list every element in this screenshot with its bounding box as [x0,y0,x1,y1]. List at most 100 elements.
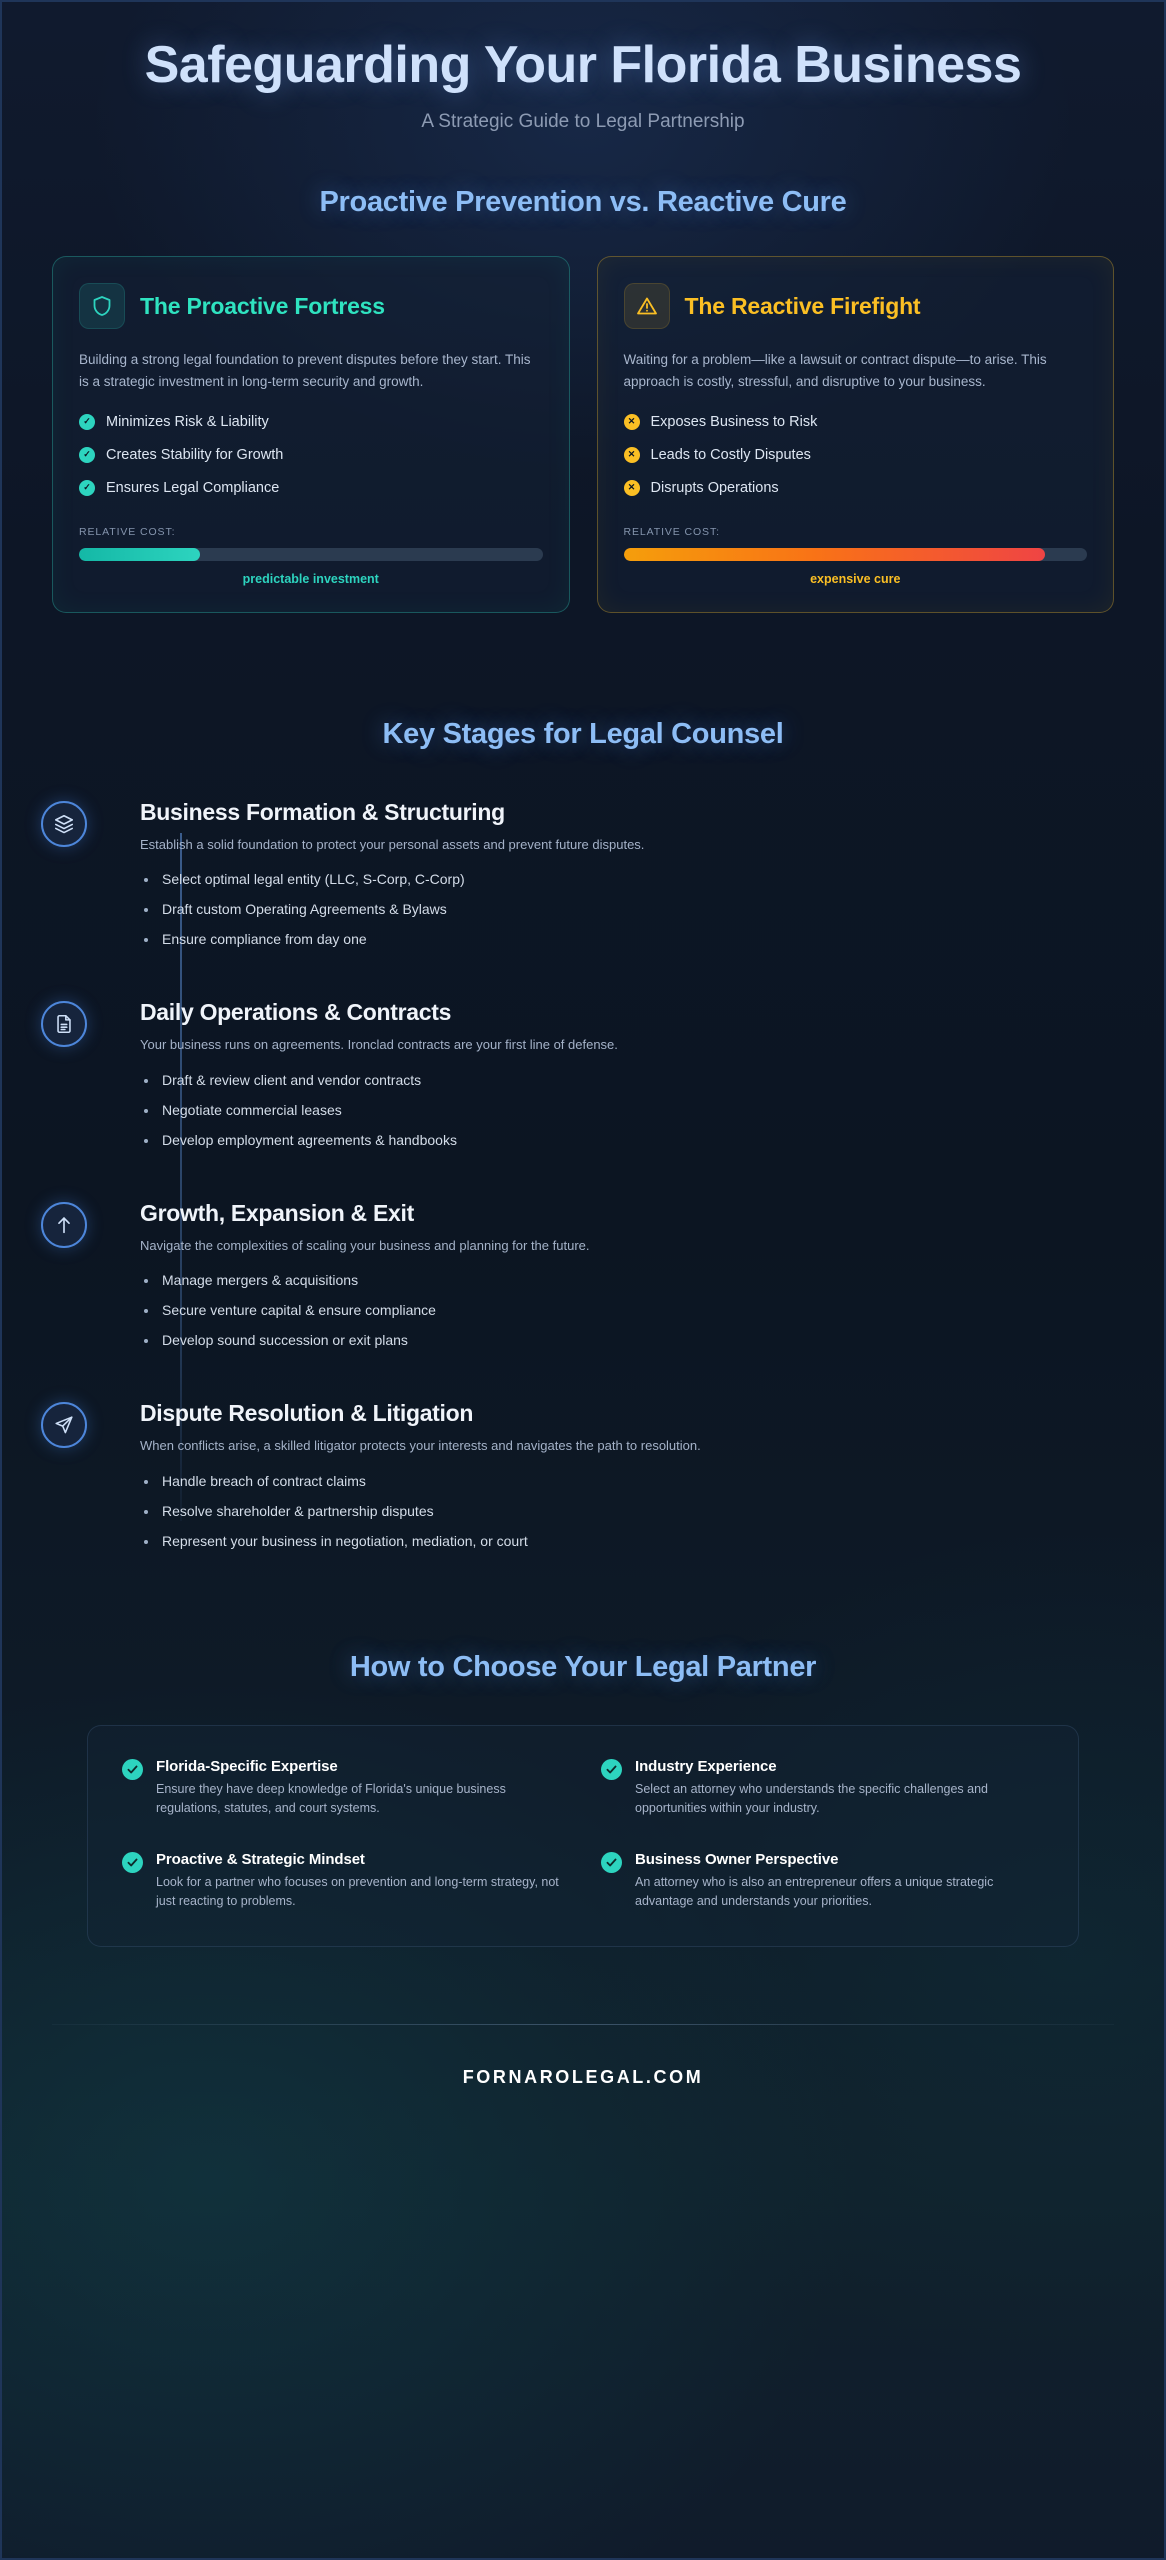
list-item-label: Ensures Legal Compliance [106,479,280,496]
cost-bar-fill [79,547,200,561]
stage-business-formation: Business Formation & Structuring Establi… [41,798,1104,947]
reactive-cost-meter: RELATIVE COST: expensive cure [623,525,1087,586]
stage-description: When conflicts arise, a skilled litigato… [140,1438,701,1454]
list-item: ✓ Creates Stability for Growth [79,446,543,463]
choose-partner-heading: How to Choose Your Legal Partner [349,1650,817,1683]
reactive-card-header: The Reactive Firefight [623,283,1088,330]
stage-title: Dispute Resolution & Litigation [140,1400,474,1427]
footer-divider [52,2023,1114,2025]
list-item: ✓ Ensures Legal Compliance [79,479,543,496]
comparison-heading: Proactive Prevention vs. Reactive Cure [319,186,847,219]
comparison-section: Proactive Prevention vs. Reactive Cure T… [2,186,1164,613]
proactive-cost-meter: RELATIVE COST: predictable investment [79,526,543,586]
stage-bullet-list: Handle breach of contract claims Resolve… [140,1473,1104,1549]
stage-growth-expansion: Growth, Expansion & Exit Navigate the co… [41,1199,1104,1348]
stage-dispute-resolution: Dispute Resolution & Litigation When con… [41,1400,1104,1549]
list-item: Negotiate commercial leases [140,1102,1104,1118]
proactive-card-description: Building a strong legal foundation to pr… [79,352,531,389]
criterion-business-owner-perspective: Business Owner Perspective An attorney w… [601,1851,1044,1912]
list-item-label: Exposes Business to Risk [650,413,818,430]
stage-bullet-list: Manage mergers & acquisitions Secure ven… [140,1272,1104,1348]
cross-badge-icon: ✕ [623,479,640,496]
shield-icon [79,283,125,330]
reactive-card-title: The Reactive Firefight [684,292,921,319]
list-item: Manage mergers & acquisitions [140,1272,1104,1288]
cost-meter-note: predictable investment [242,571,379,586]
page-header: Safeguarding Your Florida Business A Str… [2,2,1164,133]
page-subtitle: A Strategic Guide to Legal Partnership [421,111,745,133]
list-item: ✕ Disrupts Operations [623,479,1088,496]
criterion-proactive-mindset: Proactive & Strategic Mindset Look for a… [122,1851,565,1912]
cost-bar-track [79,547,543,561]
proactive-card-header: The Proactive Fortress [79,283,543,330]
list-item-label: Minimizes Risk & Liability [106,413,269,430]
page-title: Safeguarding Your Florida Business [144,36,1022,94]
document-icon [41,1001,87,1048]
list-item: Handle breach of contract claims [140,1473,1104,1489]
list-item: ✓ Minimizes Risk & Liability [79,413,543,430]
list-item-label: Disrupts Operations [650,479,779,496]
check-badge-icon: ✓ [79,446,95,463]
check-circle-icon [601,1851,622,1873]
criterion-title: Industry Experience [635,1757,777,1775]
choose-partner-card: Florida-Specific Expertise Ensure they h… [87,1724,1079,1947]
check-badge-icon: ✓ [79,413,95,430]
list-item: Secure venture capital & ensure complian… [140,1302,1104,1318]
stage-title: Business Formation & Structuring [140,798,505,825]
stage-title: Growth, Expansion & Exit [140,1199,414,1226]
stage-bullet-list: Draft & review client and vendor contrac… [140,1072,1104,1148]
stage-bullet-list: Select optimal legal entity (LLC, S-Corp… [140,871,1104,947]
stage-description: Your business runs on agreements. Ironcl… [140,1037,618,1053]
comparison-cards: The Proactive Fortress Building a strong… [2,256,1164,613]
cross-badge-icon: ✕ [623,413,640,430]
page-footer: FORNAROLEGAL.COM [2,2023,1164,2088]
list-item: ✕ Exposes Business to Risk [623,413,1088,430]
cost-bar-track [623,547,1087,561]
proactive-card-title: The Proactive Fortress [140,292,385,319]
cost-meter-note: expensive cure [810,571,901,586]
cost-meter-label: RELATIVE COST: [623,525,720,538]
proactive-fortress-card: The Proactive Fortress Building a strong… [52,256,570,613]
cost-bar-fill [623,547,1046,561]
reactive-firefight-card: The Reactive Firefight Waiting for a pro… [596,256,1114,613]
timeline-line [180,832,182,1521]
list-item: Resolve shareholder & partnership disput… [140,1503,1104,1519]
list-item-label: Leads to Costly Disputes [650,446,811,463]
stage-description: Establish a solid foundation to protect … [140,836,645,852]
stage-title: Daily Operations & Contracts [140,999,452,1026]
warning-triangle-icon [623,283,670,330]
cost-meter-label: RELATIVE COST: [79,525,176,538]
stages-timeline: Business Formation & Structuring Establi… [2,799,1164,1549]
check-circle-icon [122,1851,143,1873]
list-item: Ensure compliance from day one [140,931,1104,947]
footer-website: FORNAROLEGAL.COM [462,2066,704,2087]
criterion-title: Proactive & Strategic Mindset [156,1850,365,1868]
stage-daily-operations: Daily Operations & Contracts Your busine… [41,999,1104,1148]
list-item: Develop sound succession or exit plans [140,1332,1104,1348]
list-item-label: Creates Stability for Growth [106,446,284,463]
send-icon [41,1402,87,1449]
arrow-up-icon [41,1201,87,1248]
list-item: Select optimal legal entity (LLC, S-Corp… [140,871,1104,887]
criterion-description: An attorney who is also an entrepreneur … [635,1874,994,1909]
list-item: Represent your business in negotiation, … [140,1533,1104,1549]
list-item: ✕ Leads to Costly Disputes [623,446,1088,463]
criterion-description: Look for a partner who focuses on preven… [156,1874,559,1909]
criterion-description: Select an attorney who understands the s… [635,1781,989,1816]
cross-badge-icon: ✕ [623,446,640,463]
criterion-description: Ensure they have deep knowledge of Flori… [156,1781,506,1816]
reactive-risk-list: ✕ Exposes Business to Risk ✕ Leads to Co… [623,413,1088,513]
layers-icon [41,800,87,847]
stages-section: Key Stages for Legal Counsel Business Fo… [2,718,1164,1549]
list-item: Draft custom Operating Agreements & Byla… [140,901,1104,917]
check-circle-icon [122,1758,143,1780]
criterion-industry-experience: Industry Experience Select an attorney w… [601,1758,1044,1819]
criterion-florida-expertise: Florida-Specific Expertise Ensure they h… [122,1758,565,1819]
list-item: Develop employment agreements & handbook… [140,1132,1104,1148]
proactive-benefit-list: ✓ Minimizes Risk & Liability ✓ Creates S… [79,413,543,513]
check-badge-icon: ✓ [79,479,95,496]
criterion-title: Florida-Specific Expertise [156,1757,338,1775]
choose-partner-section: How to Choose Your Legal Partner Florida… [2,1651,1164,1947]
criterion-title: Business Owner Perspective [635,1850,839,1868]
